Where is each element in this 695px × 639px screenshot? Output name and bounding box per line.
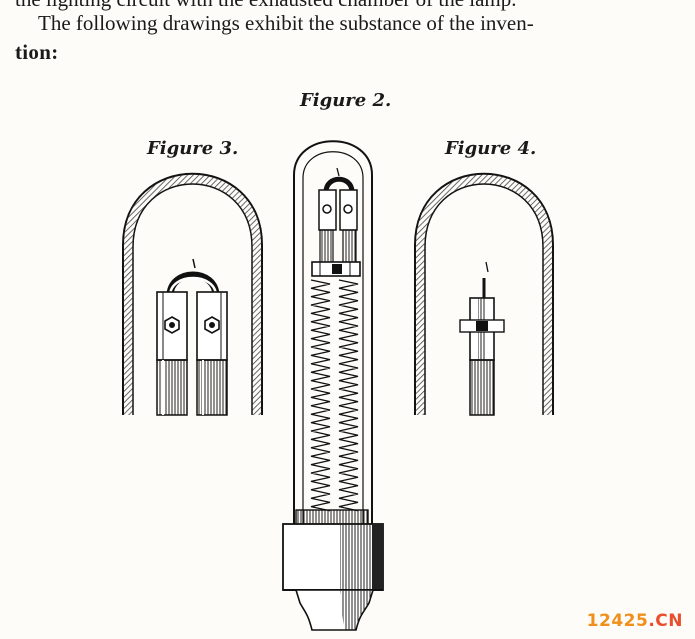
watermark-suffix: CN [655,611,683,631]
fig2-glass-tube-inner [302,151,364,525]
fig2-spiral-coil [310,279,359,512]
body-text-line-1: The following drawings exhibit the subst… [38,11,534,35]
figure-3-drawing [122,172,263,416]
fig4-lead-wire [469,359,495,416]
figure-2-drawing [282,140,384,631]
body-text-line-2: tion: [15,40,59,64]
watermark-number: 12425 [586,611,649,631]
figure-4-drawing [414,172,554,416]
fig2-glass-tube-outer [293,140,373,525]
figure-3-label: Figure 3. [147,138,239,159]
figure-2-label: Figure 2. [300,90,392,111]
fig4-glass-bulb-inner [424,183,544,415]
fig3-glass-bulb-inner [132,183,253,415]
fig3-lead-wire-left [156,359,188,416]
fig2-filament [323,176,355,193]
watermark-logo: 12425.CN [587,611,683,631]
figure-4-label: Figure 4. [445,138,537,159]
text-line-cut-off: the lighting circuit with the exhausted … [15,0,517,11]
fig3-lead-wire-right [196,359,228,416]
watermark-dot: . [648,611,656,631]
